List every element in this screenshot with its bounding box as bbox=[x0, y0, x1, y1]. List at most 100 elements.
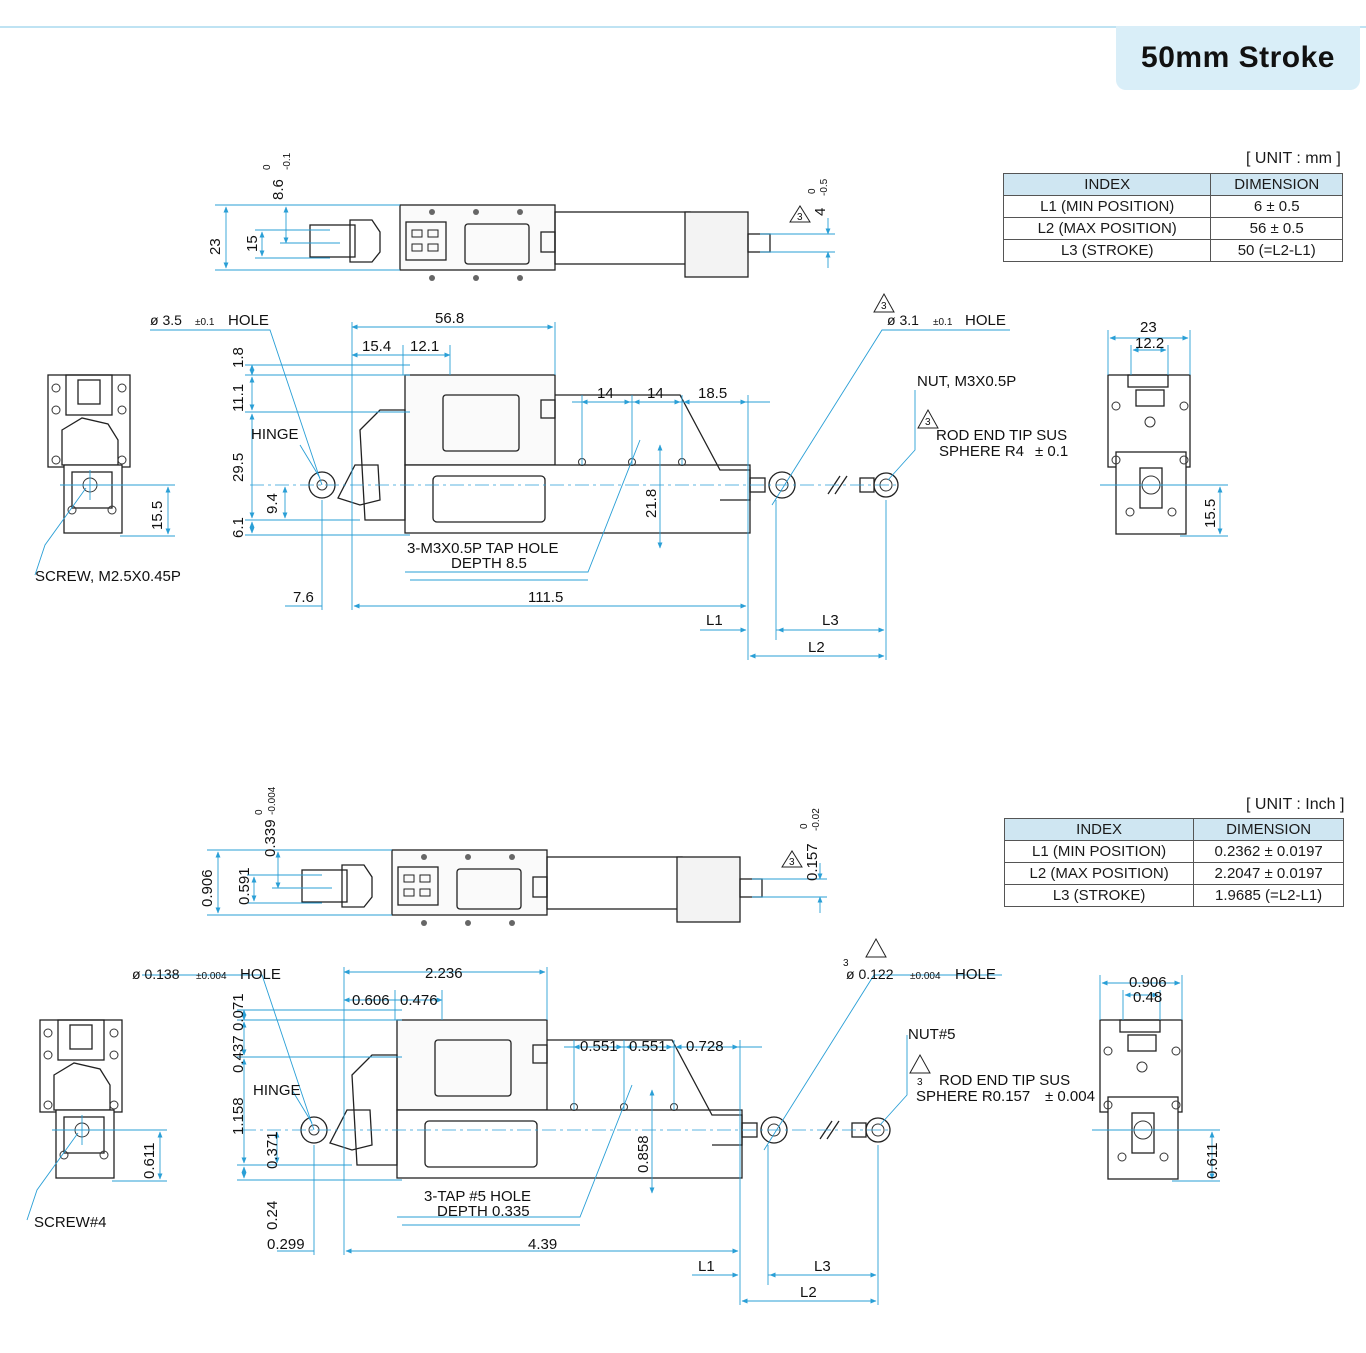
rod-end-tol: ± 0.004 bbox=[1045, 1088, 1095, 1105]
hole-tol: ±0.004 bbox=[910, 971, 941, 982]
table-row: L2 (MAX POSITION)56 ± 0.5 bbox=[1002, 217, 1343, 240]
dim-label: 56.8 bbox=[435, 310, 464, 327]
hole-word: HOLE bbox=[240, 966, 281, 983]
rod-end-tol: ± 0.1 bbox=[1035, 443, 1068, 460]
unit-label-inch: [ UNIT : Inch ] bbox=[1246, 796, 1345, 813]
table-header: DIMENSION bbox=[1193, 818, 1344, 841]
dim-tol: 0 bbox=[807, 188, 818, 194]
note-number: 3 bbox=[881, 301, 887, 312]
dim-label: 0.591 bbox=[236, 867, 253, 905]
dim-label: 12.1 bbox=[410, 338, 439, 355]
dim-label: L1 bbox=[706, 612, 723, 629]
dim-label: 0.728 bbox=[686, 1038, 724, 1055]
dim-label: 15.5 bbox=[149, 501, 166, 530]
dim-label: 23 bbox=[1140, 319, 1157, 336]
hinge-label: HINGE bbox=[253, 1082, 301, 1099]
dim-label: 0.858 bbox=[635, 1135, 652, 1173]
dim-label: 0.299 bbox=[267, 1236, 305, 1253]
rod-end-line1: ROD END TIP SUS bbox=[936, 427, 1067, 444]
nut-label: NUT, M3X0.5P bbox=[917, 373, 1016, 390]
hole-tol: ±0.1 bbox=[195, 317, 215, 328]
dim-label: L2 bbox=[808, 639, 825, 656]
note-number: 3 bbox=[917, 1077, 923, 1088]
dim-label: 9.4 bbox=[264, 493, 281, 514]
tap-hole-line2: DEPTH 0.335 bbox=[437, 1203, 530, 1220]
table-row: L1 (MIN POSITION)0.2362 ± 0.0197 bbox=[1003, 840, 1344, 863]
nut-label: NUT#5 bbox=[908, 1026, 956, 1043]
dim-label: 21.8 bbox=[643, 489, 660, 518]
hole-tol: ±0.004 bbox=[196, 971, 227, 982]
dim-label: 0.24 bbox=[264, 1201, 281, 1230]
rod-end-line2: SPHERE R4 bbox=[939, 443, 1024, 460]
dim-label: 23 bbox=[207, 238, 224, 255]
dim-label: 14 bbox=[597, 385, 614, 402]
dim-label: 14 bbox=[647, 385, 664, 402]
rod-end-line1: ROD END TIP SUS bbox=[939, 1072, 1070, 1089]
screw-label: SCREW, M2.5X0.45P bbox=[35, 568, 181, 585]
dim-label: 0.157 bbox=[804, 843, 821, 881]
dim-label: 0.551 bbox=[580, 1038, 618, 1055]
rod-end-line2: SPHERE R0.157 bbox=[916, 1088, 1030, 1105]
dim-label: L2 bbox=[800, 1284, 817, 1301]
dim-label: 0.906 bbox=[199, 869, 216, 907]
dim-label: 1.8 bbox=[230, 347, 247, 368]
dim-label: 15.4 bbox=[362, 338, 391, 355]
note-number: 3 bbox=[925, 417, 931, 428]
hole-tol: ±0.1 bbox=[933, 317, 953, 328]
dim-label: 15 bbox=[244, 235, 261, 252]
dim-label: 29.5 bbox=[230, 453, 247, 482]
dim-label: L3 bbox=[822, 612, 839, 629]
tap-hole-line1: 3-M3X0.5P TAP HOLE bbox=[407, 540, 558, 557]
dim-tol: 0 bbox=[799, 823, 810, 829]
hole-word: HOLE bbox=[955, 966, 996, 983]
dim-label: 11.1 bbox=[230, 384, 247, 412]
dim-label: 0.339 bbox=[262, 819, 279, 857]
stroke-label: 50mm Stroke bbox=[1141, 41, 1335, 74]
screw-label: SCREW#4 bbox=[34, 1214, 107, 1231]
dim-label: 0.611 bbox=[141, 1143, 158, 1179]
note-number: 3 bbox=[797, 212, 803, 223]
table-header: DIMENSION bbox=[1210, 173, 1343, 196]
table-row: L3 (STROKE)50 (=L2-L1) bbox=[1002, 239, 1343, 262]
dim-label: 15.5 bbox=[1202, 499, 1219, 528]
hole-word: HOLE bbox=[228, 312, 269, 329]
unit-label-mm: [ UNIT : mm ] bbox=[1246, 150, 1341, 167]
dim-tol: 0 bbox=[254, 809, 265, 815]
table-row: L3 (STROKE)1.9685 (=L2-L1) bbox=[1003, 884, 1344, 907]
dim-label: 8.6 bbox=[270, 179, 287, 200]
dim-label: 0.071 bbox=[230, 993, 247, 1031]
tap-hole-line2: DEPTH 8.5 bbox=[451, 555, 527, 572]
dim-tol: -0.004 bbox=[267, 786, 278, 815]
table-header: INDEX bbox=[1003, 818, 1195, 841]
hinge-label: HINGE bbox=[251, 426, 299, 443]
dim-label: L3 bbox=[814, 1258, 831, 1275]
dim-label: 4 bbox=[812, 208, 829, 216]
top-divider bbox=[0, 26, 1366, 28]
dim-tol: -0.5 bbox=[819, 178, 830, 196]
dim-tol: -0.1 bbox=[282, 152, 293, 170]
dim-label: 0.906 bbox=[1129, 974, 1167, 991]
dim-label: 0.476 bbox=[400, 992, 438, 1009]
note-number: 3 bbox=[789, 857, 795, 868]
dim-label: 6.1 bbox=[230, 517, 247, 538]
dim-tol: 0 bbox=[262, 164, 273, 170]
dim-label: L1 bbox=[698, 1258, 715, 1275]
dim-tol: -0.02 bbox=[811, 808, 822, 831]
dim-label: 12.2 bbox=[1135, 335, 1164, 352]
dim-label: 4.39 bbox=[528, 1236, 557, 1253]
dim-label: 18.5 bbox=[698, 385, 727, 402]
table-header: INDEX bbox=[1002, 173, 1212, 196]
dim-label: 1.158 bbox=[230, 1097, 247, 1135]
hole-word: HOLE bbox=[965, 312, 1006, 329]
dim-label: 111.5 bbox=[528, 589, 563, 606]
dim-label: 0.611 bbox=[1204, 1143, 1221, 1179]
dim-label: 0.48 bbox=[1133, 989, 1162, 1006]
dim-label: 0.606 bbox=[352, 992, 390, 1009]
hole-dia: ø 0.138 bbox=[132, 966, 180, 982]
hole-dia: ø 3.1 bbox=[887, 312, 919, 328]
note-number: 3 bbox=[843, 958, 849, 969]
dim-label: 0.437 bbox=[230, 1035, 247, 1073]
